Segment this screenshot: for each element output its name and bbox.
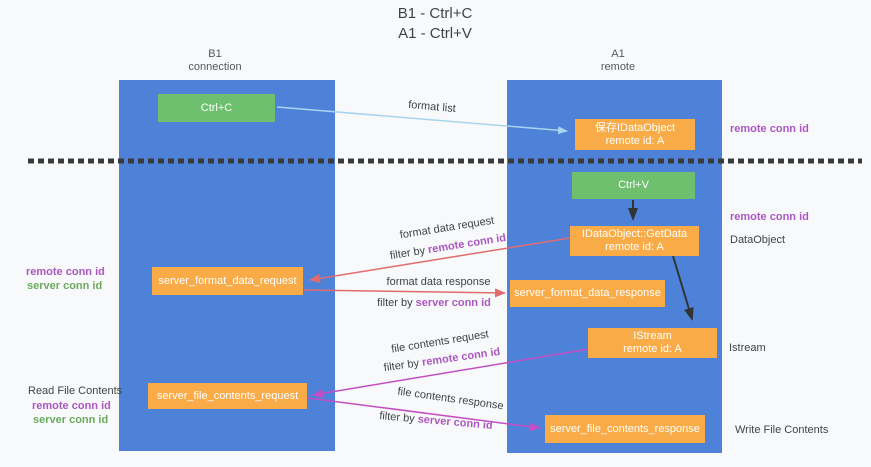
label-filter-server-conn-id-1: filter by server conn id <box>374 297 494 309</box>
arrow-getdata-to-istream <box>672 255 694 321</box>
node-save-idataobject: 保存IDataObject remote id: A <box>575 119 695 150</box>
filter-prefix: filter by <box>377 297 413 309</box>
node-ctrl-v: Ctrl+V <box>572 172 695 199</box>
lane-b1-name: B1 <box>208 48 222 60</box>
annotation-left-remote-conn-id-top: remote conn id <box>26 266 105 278</box>
annotation-istream: Istream <box>729 342 766 354</box>
node-file-request-label: server_file_contents_request <box>156 389 299 402</box>
node-idataobject-getdata: IDataObject::GetData remote id: A <box>570 226 699 256</box>
arrow-format-data-response <box>303 288 506 298</box>
annotation-write-file-contents: Write File Contents <box>735 424 829 436</box>
arrow-file-contents-response <box>307 397 541 432</box>
arrow-file-contents-request <box>312 348 590 398</box>
annotation-left-remote-conn-id-bottom: remote conn id <box>32 400 111 412</box>
node-server-file-contents-response: server_file_contents_response <box>545 415 705 443</box>
annotation-remote-conn-id-mid: remote conn id <box>730 211 809 223</box>
node-getdata-line2: remote id: A <box>605 241 664 253</box>
label-format-data-response: format data response <box>386 276 491 288</box>
title-line-1: B1 - Ctrl+C <box>397 5 473 22</box>
node-save-idataobject-line2: remote id: A <box>605 134 665 147</box>
node-ctrl-v-label: Ctrl+V <box>618 179 649 191</box>
node-format-request-label: server_format_data_request <box>158 274 297 287</box>
arrow-format-data-request <box>309 237 571 283</box>
annotation-dataobject: DataObject <box>730 234 786 246</box>
annotation-remote-conn-id-top: remote conn id <box>730 123 809 135</box>
annotation-left-server-conn-id-top: server conn id <box>27 280 103 292</box>
arrow-format-list <box>276 106 568 135</box>
filter-value-server-conn-id: server conn id <box>415 297 491 309</box>
node-ctrl-c-label: Ctrl+C <box>200 101 233 114</box>
node-server-format-data-request: server_format_data_request <box>152 267 303 295</box>
node-file-response-label: server_file_contents_response <box>550 422 700 435</box>
node-ctrl-c: Ctrl+C <box>158 94 275 122</box>
annotation-read-file-contents: Read File Contents <box>28 385 123 397</box>
node-istream-line1: IStream <box>633 330 672 342</box>
node-save-idataobject-line1: 保存IDataObject <box>594 121 676 134</box>
diagram-title: B1 - Ctrl+C A1 - Ctrl+V <box>330 4 540 44</box>
lane-header-b1: B1 connection <box>160 48 270 74</box>
title-line-2: A1 - Ctrl+V <box>398 25 472 42</box>
lane-header-a1: A1 remote <box>563 48 673 74</box>
annotation-left-server-conn-id-bottom: server conn id <box>33 414 109 426</box>
lane-a1-name: A1 <box>611 48 625 60</box>
node-istream: IStream remote id: A <box>588 328 717 358</box>
node-server-format-data-response: server_format_data_response <box>510 280 665 307</box>
node-istream-line2: remote id: A <box>623 343 682 355</box>
node-server-file-contents-request: server_file_contents_request <box>148 383 307 409</box>
lane-a1-role: remote <box>600 61 636 73</box>
lane-b1-role: connection <box>188 61 242 73</box>
node-getdata-line1: IDataObject::GetData <box>581 228 688 240</box>
node-format-response-label: server_format_data_response <box>514 287 661 299</box>
